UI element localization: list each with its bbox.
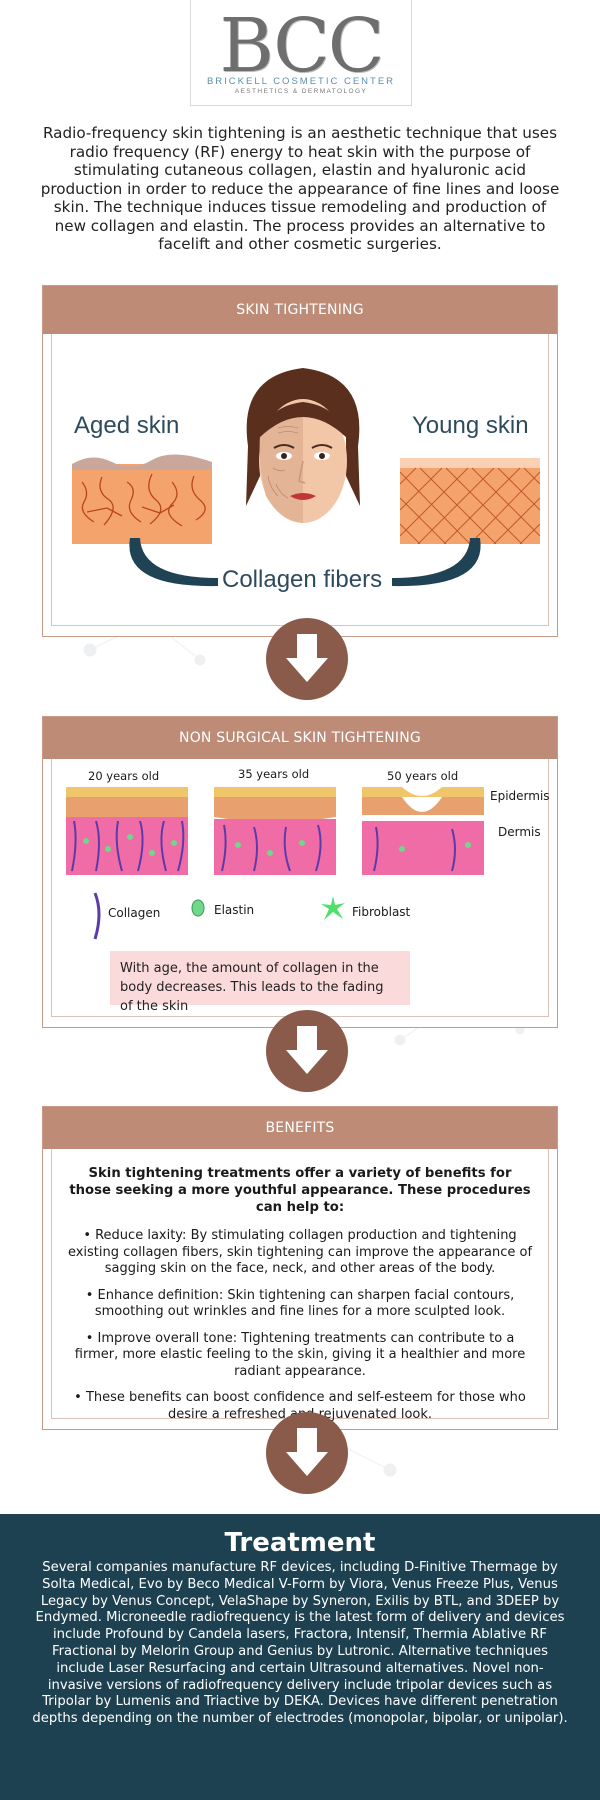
skin-tightening-panel: SKIN TIGHTENING Aged skin Young skin — [42, 285, 558, 637]
panel-title: BENEFITS — [43, 1107, 557, 1149]
logo-tagline: AESTHETICS & DERMATOLOGY — [234, 88, 368, 95]
panel-body: Skin tightening treatments offer a varie… — [51, 1149, 549, 1422]
collagen-connector-right — [392, 538, 481, 587]
logo: BCC BRICKELL COSMETIC CENTER AESTHETICS … — [190, 0, 412, 106]
collagen-connector-left — [129, 538, 218, 587]
panel-title: NON SURGICAL SKIN TIGHTENING — [43, 717, 557, 759]
fibroblast-legend-label: Fibroblast — [352, 905, 411, 919]
down-arrow-icon — [266, 1010, 348, 1092]
non-surgical-panel: NON SURGICAL SKIN TIGHTENING 20 years ol… — [42, 716, 558, 1028]
benefit-item: • Improve overall tone: Tightening treat… — [74, 1330, 526, 1379]
aged-skin-label: Aged skin — [74, 412, 180, 439]
benefit-item: • Reduce laxity: By stimulating collagen… — [67, 1228, 533, 1276]
age-label-35: 35 years old — [238, 767, 310, 781]
collagen-legend-label: Collagen — [108, 906, 161, 920]
epidermis-label: Epidermis — [490, 789, 550, 803]
down-arrow-icon — [266, 618, 348, 700]
down-arrow-icon — [266, 1412, 348, 1494]
benefits-intro: Skin tightening treatments offer a varie… — [69, 1166, 531, 1215]
benefit-item: • Enhance definition: Skin tightening ca… — [85, 1287, 515, 1320]
intro-paragraph: Radio-frequency skin tightening is an ae… — [40, 124, 560, 253]
age-label-50: 50 years old — [387, 769, 459, 783]
treatment-body: Several companies manufacture RF devices… — [32, 1560, 568, 1727]
treatment-title: Treatment — [224, 1528, 376, 1558]
benefits-panel: BENEFITS Skin tightening treatments offe… — [42, 1106, 558, 1430]
collagen-note: With age, the amount of collagen in the … — [110, 951, 410, 1014]
young-skin-label: Young skin — [412, 412, 529, 439]
skin-layer-35 — [214, 787, 336, 875]
skin-layer-20 — [66, 787, 188, 875]
logo-mark: BCC — [219, 3, 385, 89]
young-skin-illustration — [400, 458, 540, 544]
panel-body: Aged skin Young skin — [51, 334, 549, 626]
elastin-legend-label: Elastin — [214, 903, 255, 917]
panel-title: SKIN TIGHTENING — [43, 286, 557, 334]
fibroblast-legend-icon — [321, 896, 345, 920]
face-illustration — [246, 368, 360, 523]
logo-name: BRICKELL COSMETIC CENTER — [206, 76, 396, 87]
aged-skin-illustration — [72, 454, 212, 544]
collagen-legend-icon — [93, 892, 101, 940]
panel-body: 20 years old 35 years old 50 years old — [51, 759, 550, 1017]
collagen-fibers-label: Collagen fibers — [222, 566, 383, 593]
age-label-20: 20 years old — [88, 769, 160, 783]
dermis-label: Dermis — [498, 825, 541, 839]
skin-layer-50 — [362, 787, 484, 875]
treatment-section: Treatment Several companies manufacture … — [0, 1514, 600, 1800]
elastin-legend-icon — [191, 899, 205, 917]
